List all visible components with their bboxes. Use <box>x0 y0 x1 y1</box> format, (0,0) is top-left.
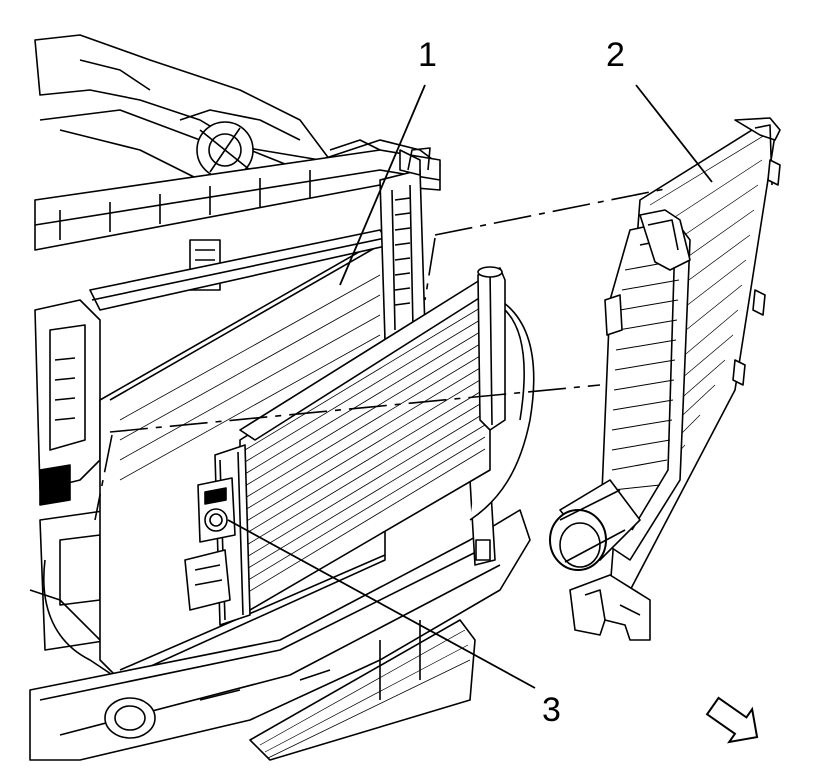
upper-alignment-line <box>434 187 671 236</box>
lower-alignment-drop <box>94 434 113 521</box>
lower-alignment-line <box>109 384 601 433</box>
leader-line-2 <box>635 84 713 183</box>
callout-label-1: 1 <box>418 36 437 74</box>
upper-alignment-drop <box>424 237 436 301</box>
charge-air-cooler-assembly <box>549 117 781 641</box>
leader-lines <box>227 84 713 689</box>
forward-arrow-icon <box>705 696 759 744</box>
condenser-assembly <box>184 266 506 626</box>
callout-label-2: 2 <box>606 36 625 74</box>
leader-line-1 <box>339 84 426 286</box>
callout-label-3: 3 <box>542 691 561 729</box>
leader-line-3 <box>227 519 536 689</box>
alignment-centerlines <box>94 187 671 521</box>
